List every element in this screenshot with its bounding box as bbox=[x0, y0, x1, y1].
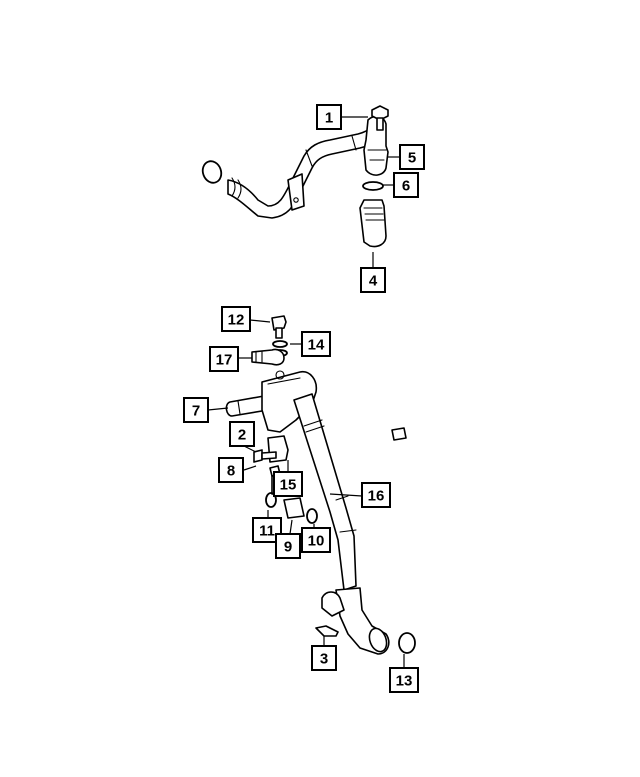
svg-text:8: 8 bbox=[227, 463, 235, 480]
svg-text:9: 9 bbox=[284, 539, 292, 556]
upper-tube-assembly bbox=[201, 105, 389, 248]
bolt-upper bbox=[371, 105, 389, 121]
callout-3: 3 bbox=[311, 645, 337, 671]
o-ring-11 bbox=[265, 492, 277, 508]
callout-10: 10 bbox=[301, 527, 331, 553]
outlet-stub bbox=[321, 591, 345, 617]
callout-15: 15 bbox=[273, 471, 303, 497]
bolt-12 bbox=[271, 315, 287, 331]
callout-12: 12 bbox=[221, 306, 251, 332]
elbow-fitting bbox=[363, 115, 389, 176]
svg-text:17: 17 bbox=[216, 352, 233, 369]
svg-text:7: 7 bbox=[192, 403, 200, 420]
callout-14: 14 bbox=[301, 331, 331, 357]
banjo-fitting-17 bbox=[251, 348, 285, 366]
callout-9: 9 bbox=[275, 533, 301, 559]
svg-text:2: 2 bbox=[238, 427, 246, 444]
upper-tube bbox=[227, 121, 383, 219]
lower-tube-assembly bbox=[225, 315, 416, 655]
callout-2: 2 bbox=[229, 421, 255, 447]
svg-text:5: 5 bbox=[408, 150, 416, 167]
callout-6: 6 bbox=[393, 172, 419, 198]
svg-text:15: 15 bbox=[280, 477, 297, 494]
o-ring-6 bbox=[362, 181, 384, 191]
svg-text:4: 4 bbox=[369, 273, 378, 290]
callout-11: 11 bbox=[252, 517, 282, 543]
callout-17: 17 bbox=[209, 346, 239, 372]
bolt-3 bbox=[315, 625, 339, 637]
fitting-9 bbox=[283, 497, 305, 519]
lower-connector-tube bbox=[359, 199, 387, 248]
long-coolant-pipe bbox=[293, 393, 357, 591]
o-ring-upper-left bbox=[201, 160, 223, 184]
callout-13: 13 bbox=[389, 667, 419, 693]
callout-4: 4 bbox=[360, 267, 386, 293]
callout-16: 16 bbox=[361, 482, 391, 508]
o-ring-10 bbox=[306, 508, 318, 524]
tube-bracket bbox=[287, 173, 305, 211]
svg-text:12: 12 bbox=[228, 312, 245, 329]
o-ring-13 bbox=[398, 632, 416, 654]
callout-7: 7 bbox=[183, 397, 209, 423]
svg-text:10: 10 bbox=[308, 533, 325, 550]
callout-1: 1 bbox=[316, 104, 342, 130]
svg-text:14: 14 bbox=[308, 337, 325, 354]
svg-text:1: 1 bbox=[325, 110, 333, 127]
small-nut bbox=[391, 427, 407, 441]
washer-14a bbox=[272, 340, 288, 348]
coolant-manifold bbox=[261, 370, 318, 433]
svg-text:13: 13 bbox=[396, 673, 413, 690]
svg-text:6: 6 bbox=[402, 178, 410, 195]
svg-text:3: 3 bbox=[320, 651, 328, 668]
svg-text:11: 11 bbox=[259, 523, 275, 540]
callout-5: 5 bbox=[399, 144, 425, 170]
bolt-8 bbox=[253, 449, 263, 463]
svg-text:16: 16 bbox=[368, 488, 385, 505]
callout-8: 8 bbox=[218, 457, 244, 483]
